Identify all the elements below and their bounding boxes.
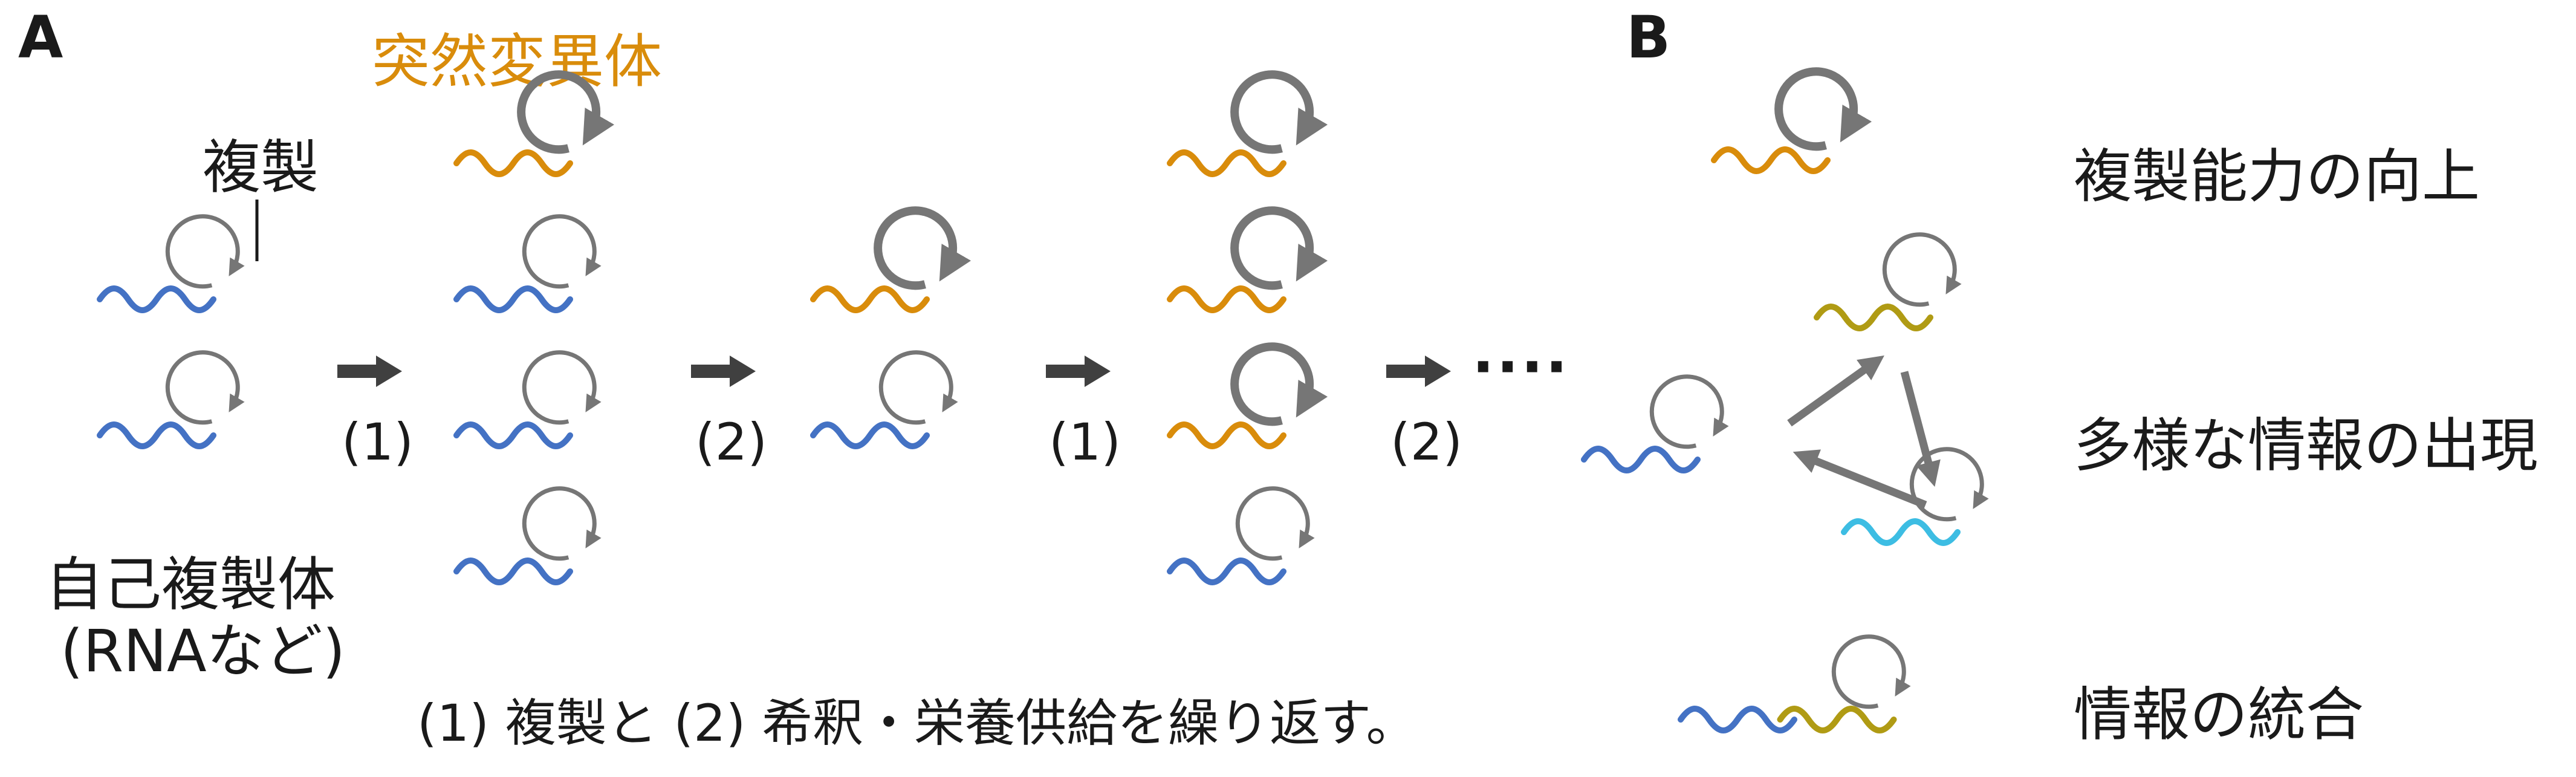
strand-blue [453,421,573,449]
triangle-arrow-blue-to-olive [1787,355,1884,427]
replicator-icons [97,67,1989,733]
replicator-a2-1 [453,70,615,177]
circular-arrow-icon [1230,342,1328,426]
replicator-a4-4 [1167,486,1315,585]
replicator-a4-2 [1167,206,1328,313]
panel-a-label: A [18,4,63,71]
strand-blue [810,421,930,449]
replicator-a2-4 [453,486,602,585]
step-label-2a: (2) [695,412,767,472]
strand-blue [97,285,216,313]
triangle-arrow-cyan-to-blue [1792,449,1927,509]
self-replicator-sublabel: (RNAなど) [60,617,345,685]
replicator-a2-3 [453,350,602,449]
panel-b-label: B [1626,4,1670,71]
circular-arrow-icon [1882,232,1962,307]
circular-arrow-icon [1831,634,1911,709]
strand-orange [1167,421,1286,449]
circular-arrow-icon [1649,374,1729,449]
continuation-dots: ···· [1472,333,1570,401]
replicator-a2-2 [453,214,602,313]
circular-arrow-icon [165,350,245,425]
strand-orange [810,285,930,313]
replicator-a3-2 [810,350,958,449]
circular-arrow-icon [1230,70,1328,154]
step-label-2b: (2) [1390,412,1462,472]
replicator-a1-2 [97,350,245,449]
strand-olive [1814,304,1933,331]
circular-arrow-icon [1909,447,1989,522]
panel-a-caption: (1) 複製と (2) 希釈・栄養供給を繰り返す。 [417,694,1417,753]
strand-blue [453,558,573,585]
diverse-information-label: 多様な情報の出現 [2074,412,2538,480]
circular-arrow-icon [517,70,615,154]
strand-orange [1711,146,1831,174]
replicator-b-blue [1581,374,1729,473]
step-label-1b: (1) [1049,412,1121,472]
circular-arrow-icon [165,214,245,289]
step-arrow-4 [1386,356,1451,387]
replicator-a1-1 [97,214,245,313]
replicator-b-olive [1814,232,1962,331]
step-label-1a: (1) [342,412,414,472]
strand-blue [1581,446,1701,473]
strand-blue [97,421,216,449]
replicator-b-integrated [1678,634,1911,733]
strand-blue [453,285,573,313]
replicator-a4-3 [1167,342,1328,449]
circular-arrow-icon [522,486,602,561]
strand-cyan [1841,518,1961,546]
replicator-a3-1 [810,206,972,313]
strand-orange [1167,285,1286,313]
circular-arrow-icon [878,350,958,425]
strand-orange [453,149,573,177]
triangle-arrow-olive-to-cyan [1900,371,1941,487]
strand-blue [1167,558,1286,585]
strand-blue [1678,706,1797,733]
circular-arrow-icon [1774,67,1872,151]
step-arrow-2 [691,356,756,387]
step-arrow-1 [337,356,402,387]
strand-orange [1167,149,1286,177]
replicator-a4-1 [1167,70,1328,177]
mutant-label: 突然変異体 [372,28,662,96]
circular-arrow-icon [522,214,602,289]
improved-replication-label: 複製能力の向上 [2074,143,2480,210]
replicator-b-improved [1711,67,1872,174]
circular-arrow-icon [1235,486,1315,561]
step-arrow-3 [1046,356,1111,387]
replication-label: 複製 [203,134,319,201]
strand-olive [1777,706,1897,733]
replicator-b-cyan [1841,447,1989,546]
self-replicator-label: 自己複製体 [45,551,336,619]
circular-arrow-icon [1230,206,1328,290]
information-integration-label: 情報の統合 [2074,681,2364,749]
circular-arrow-icon [874,206,972,290]
circular-arrow-icon [522,350,602,425]
